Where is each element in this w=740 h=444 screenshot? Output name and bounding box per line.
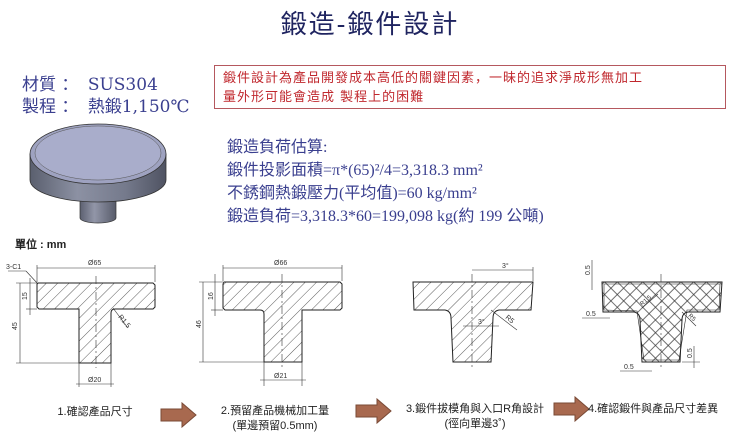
dim-bottom-offset: 0.5 <box>624 364 634 371</box>
drawing-product: Ø65 3-C1 15 45 R1.5 Ø20 <box>6 260 156 387</box>
dim-stem-offset: 0.5 <box>687 348 694 358</box>
dim-height-46: 46 <box>196 320 203 328</box>
note-line-1: 鍛件設計為產品開發成本高低的關鍵因素，一昧的追求淨成形無加工 <box>223 71 644 86</box>
arrow-right-icon <box>160 402 197 428</box>
dim-chamfer: 3-C1 <box>6 264 21 271</box>
dim-outer-radius: R5 <box>687 313 697 323</box>
material-spec: 材質 ： SUS304 <box>22 70 158 95</box>
dim-flange-16: 16 <box>208 292 215 300</box>
dim-height-45: 45 <box>12 322 19 330</box>
dim-top-draft: 3° <box>502 262 509 270</box>
step-3-line-1: 3.鍛件拔模角與入口R角設計 <box>405 403 545 415</box>
page-title: 鍛造-鍛件設計 <box>280 10 460 40</box>
material-value: SUS304 <box>87 75 158 95</box>
unit-label: 單位 : mm <box>15 239 67 251</box>
forging-3d-render <box>29 123 167 224</box>
material-label: 材質 ： <box>22 75 79 95</box>
dim-diameter-20: Ø20 <box>88 377 101 384</box>
calc-line-load: 鍛造負荷=3,318.3*60=199,098 kg(約 199 公噸) <box>227 208 544 225</box>
step-4-line-1: 4.確認鍛件與產品尺寸差異 <box>588 403 719 415</box>
dim-radius-r15: R1.5 <box>116 314 131 330</box>
drawing-draft-angle: 3° 3° R5 <box>412 262 534 368</box>
step-4-label: 4.確認鍛件與產品尺寸差異 <box>588 402 738 417</box>
dim-radius-r5: R5 <box>504 314 515 325</box>
step-2-label: 2.預留產品機械加工量 (單邊預留0.5mm) <box>200 404 350 434</box>
dim-diameter-66: Ø66 <box>274 260 287 267</box>
dim-top-offset: 0.5 <box>585 265 592 275</box>
step-2-line-2: (單邊預留0.5mm) <box>232 420 318 432</box>
design-note-box: 鍛件設計為產品開發成本高低的關鍵因素，一昧的追求淨成形無加工 量外形可能會造成 … <box>214 65 726 109</box>
dim-diameter-65: Ø65 <box>88 260 101 267</box>
drawing-comparison: 0.5 0.5 R1.5 R5 0.5 0.5 <box>582 260 723 372</box>
calc-line-pressure: 不銹鋼熱鍛壓力(平均值)=60 kg/mm² <box>227 185 477 202</box>
dim-flange-15: 15 <box>22 292 29 300</box>
process-label: 製程 ： <box>22 97 79 117</box>
step-3-label: 3.鍛件拔模角與入口R角設計 (徑向單邊3˚) <box>395 402 555 432</box>
dim-flange-offset: 0.5 <box>586 311 596 318</box>
step-1-line-1: 1.確認產品尺寸 <box>57 406 133 418</box>
dim-stem-draft: 3° <box>478 318 485 326</box>
process-value: 熱鍛1,150℃ <box>87 97 190 117</box>
step-2-line-1: 2.預留產品機械加工量 <box>220 405 330 417</box>
step-1-label: 1.確認產品尺寸 <box>40 405 150 420</box>
step-3-line-2: (徑向單邊3˚) <box>444 418 506 430</box>
calc-line-area: 鍛件投影面積=π*(65)²/4=3,318.3 mm² <box>227 162 483 179</box>
arrow-right-icon <box>355 398 392 424</box>
drawing-machining-allowance: Ø66 16 46 Ø21 <box>196 260 343 386</box>
note-line-2: 量外形可能會造成 製程上的困難 <box>223 90 425 105</box>
process-spec: 製程 ： 熱鍛1,150℃ <box>22 92 190 117</box>
calc-heading: 鍛造負荷估算: <box>227 139 328 156</box>
dim-diameter-21: Ø21 <box>274 373 287 380</box>
arrow-right-icon <box>553 396 590 422</box>
